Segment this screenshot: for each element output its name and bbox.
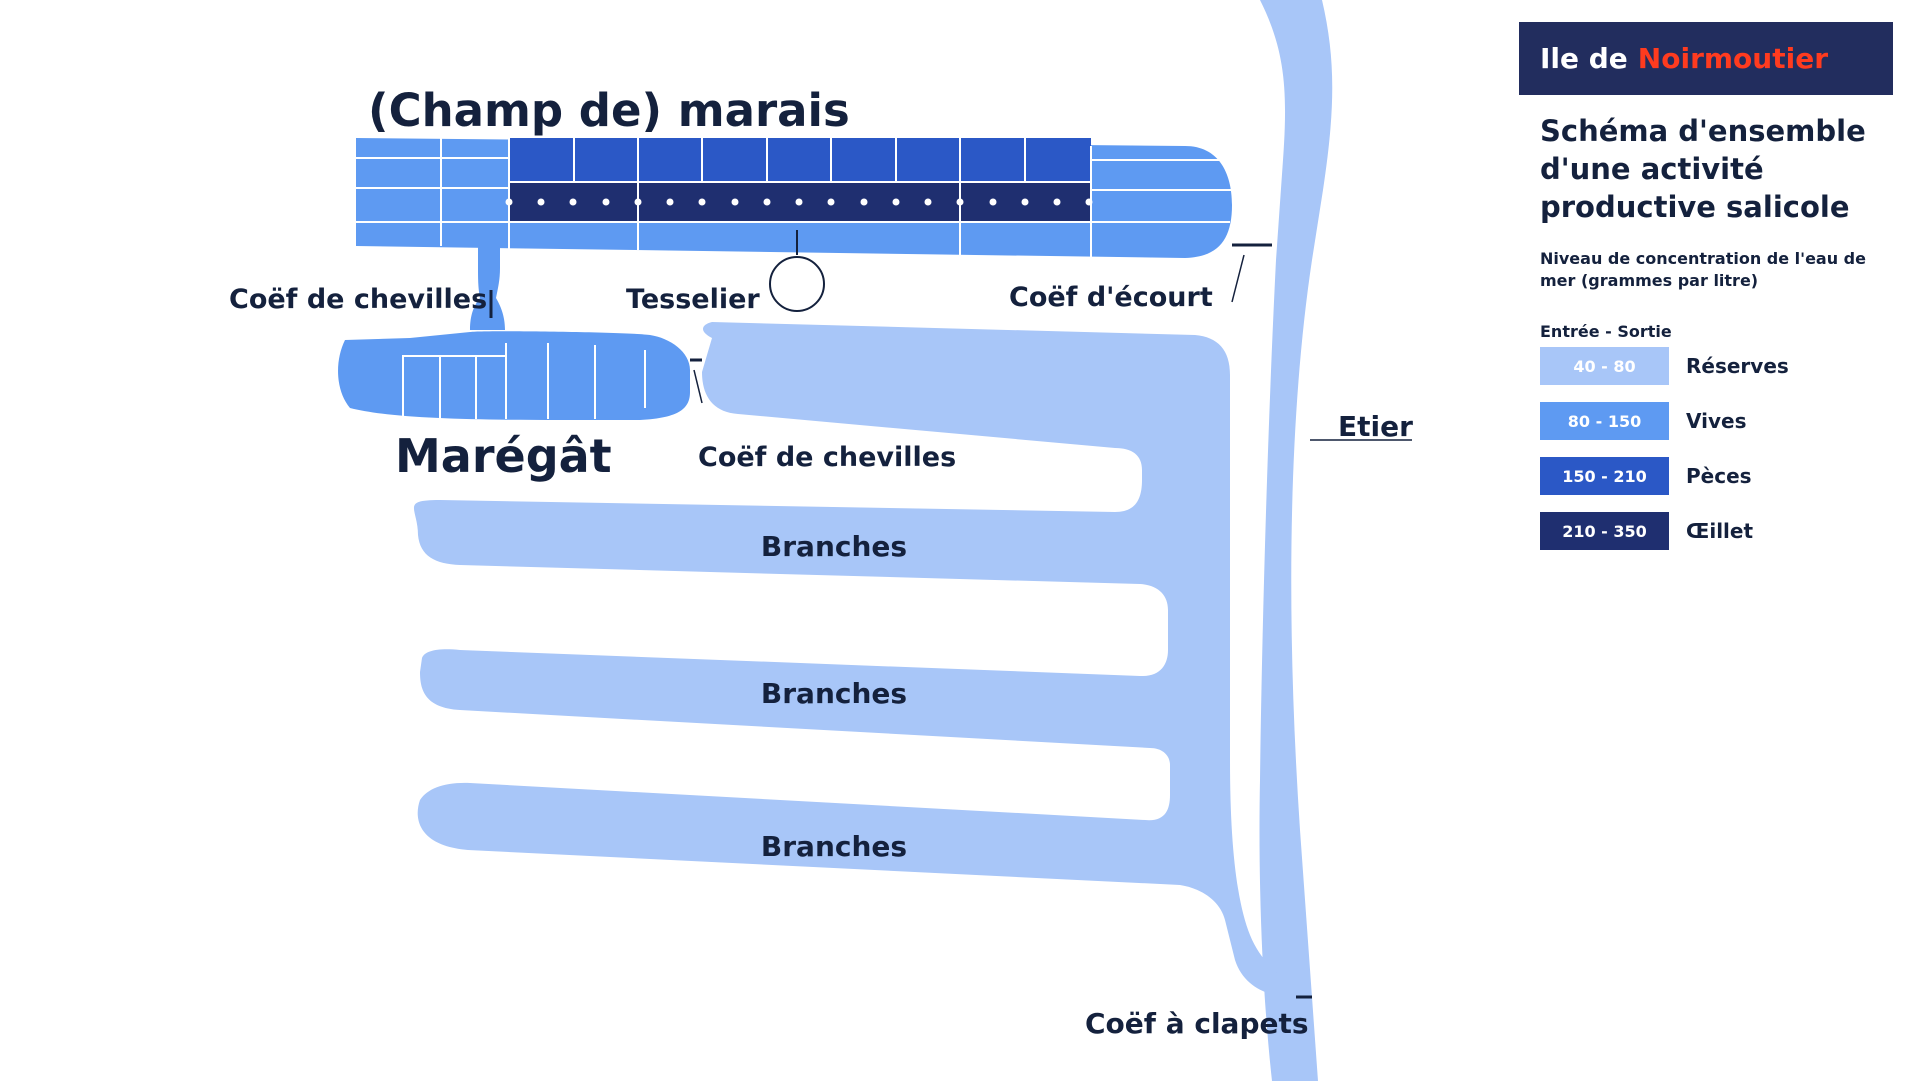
champ-de-marais	[356, 138, 1232, 258]
coef-clapets-label: Coëf à clapets	[1085, 1007, 1309, 1040]
legend-swatch-peces: 150 - 210	[1540, 457, 1669, 495]
etier-label: Etier	[1338, 410, 1413, 443]
legend-swatch-oeillet: 210 - 350	[1540, 512, 1669, 550]
maregat-dividers	[402, 343, 646, 419]
legend-label-oeillet: Œillet	[1686, 519, 1754, 543]
branches-label-3: Branches	[761, 830, 907, 863]
panel-title: Ile de Noirmoutier	[1519, 22, 1893, 95]
panel-subtitle: Schéma d'ensemble d'une activité product…	[1540, 112, 1900, 226]
subtitle-line-2: d'une activité	[1540, 152, 1764, 186]
legend-label-peces: Pèces	[1686, 464, 1752, 488]
champ-grid	[356, 138, 1232, 258]
legend-swatch-vives: 80 - 150	[1540, 402, 1669, 440]
champ-label: (Champ de) marais	[368, 84, 850, 137]
title-accent: Noirmoutier	[1637, 42, 1828, 75]
concentration-description: Niveau de concentration de l'eau de mer …	[1540, 249, 1866, 290]
connector-lines	[489, 243, 1412, 999]
legend-label-vives: Vives	[1686, 409, 1747, 433]
etier-channel	[1259, 0, 1333, 1081]
tesselier-circle	[769, 256, 825, 312]
peces-row	[509, 138, 1091, 182]
legend-item-oeillet: 210 - 350 Œillet	[1540, 512, 1789, 550]
branches-network	[413, 322, 1292, 996]
oeillet-dots	[505, 198, 1093, 206]
branches-label-2: Branches	[761, 677, 907, 710]
maregat-basin	[338, 331, 690, 420]
coef-chevilles-mid-label: Coëf de chevilles	[698, 442, 956, 473]
coef-ecourt-label: Coëf d'écourt	[1009, 282, 1213, 313]
legend-item-vives: 80 - 150 Vives	[1540, 402, 1789, 440]
maregat-label: Marégât	[395, 429, 612, 483]
entree-sortie-label: Entrée - Sortie	[1540, 322, 1672, 341]
legend-item-reserves: 40 - 80 Réserves	[1540, 347, 1789, 385]
legend: 40 - 80 Réserves 80 - 150 Vives 150 - 21…	[1540, 347, 1789, 567]
legend-label-reserves: Réserves	[1686, 354, 1789, 378]
legend-swatch-reserves: 40 - 80	[1540, 347, 1669, 385]
branches-label-1: Branches	[761, 530, 907, 563]
subtitle-line-3: productive salicole	[1540, 190, 1850, 224]
coef-chevilles-connector	[470, 246, 505, 330]
coef-chevilles-top-label: Coëf de chevilles	[229, 284, 487, 315]
title-prefix: Ile de	[1540, 42, 1628, 75]
subtitle-line-1: Schéma d'ensemble	[1540, 114, 1866, 148]
legend-item-peces: 150 - 210 Pèces	[1540, 457, 1789, 495]
tesselier-label: Tesselier	[626, 284, 760, 315]
